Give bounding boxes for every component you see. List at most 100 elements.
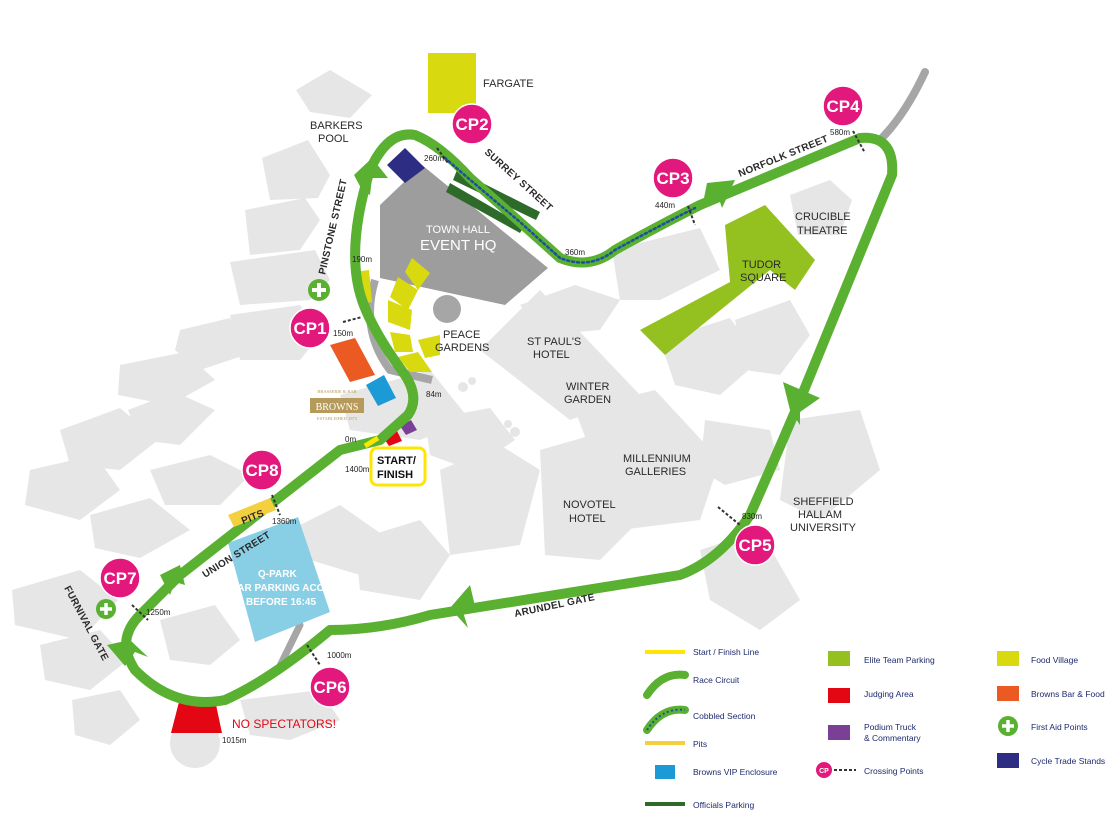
building bbox=[230, 250, 330, 305]
decorative-dots bbox=[458, 377, 520, 437]
legend-officials-parking: Officials Parking bbox=[693, 800, 755, 810]
legend-start-finish: Start / Finish Line bbox=[693, 647, 759, 657]
distance-1400m: 1400m bbox=[345, 465, 370, 474]
tudor-square-elite-parking bbox=[640, 205, 815, 355]
q-park-label: Q-PARK CAR PARKING ACCESS BEFORE 16:45 bbox=[230, 569, 344, 608]
building bbox=[72, 690, 140, 745]
legend-race-circuit: Race Circuit bbox=[693, 675, 740, 685]
legend-swatch-crossing-badge bbox=[816, 762, 832, 778]
crossing-ticks bbox=[131, 130, 866, 666]
officials-parking-zone-2 bbox=[446, 183, 524, 233]
zones bbox=[171, 53, 815, 733]
label-st-pauls-2: HOTEL bbox=[533, 349, 570, 361]
checkpoint-cp6: CP6 1000m bbox=[309, 651, 352, 708]
legend-crossing-points: Crossing Points bbox=[864, 766, 924, 776]
legend-swatch-judging bbox=[828, 688, 850, 703]
browns-bar-food bbox=[330, 338, 375, 382]
label-peace-gardens-1: PEACE bbox=[443, 329, 480, 341]
checkpoint-label: CP8 bbox=[245, 461, 278, 480]
checkpoint-distance: 260m bbox=[424, 154, 444, 163]
checkpoint-badge bbox=[822, 85, 864, 127]
race-circuit bbox=[121, 129, 898, 707]
label-st-pauls-1: ST PAUL'S bbox=[527, 336, 581, 348]
building bbox=[790, 180, 852, 235]
label-barkers-pool-1: BARKERS bbox=[310, 120, 363, 132]
label-shu-2: HALLAM bbox=[798, 509, 842, 521]
legend-pits: Pits bbox=[693, 739, 707, 749]
legend-cobbled: Cobbled Section bbox=[693, 711, 756, 721]
legend-swatch-elite bbox=[828, 651, 850, 666]
legend-cycle-trade: Cycle Trade Stands bbox=[1031, 756, 1105, 766]
building bbox=[355, 520, 450, 600]
checkpoint-distance: 580m bbox=[830, 128, 850, 137]
checkpoint-badge bbox=[99, 557, 141, 599]
building bbox=[575, 390, 720, 530]
start-finish-line1: START/ bbox=[377, 455, 416, 467]
judging-area bbox=[383, 431, 402, 446]
legend-swatch-food bbox=[997, 651, 1019, 666]
legend-first-aid: First Aid Points bbox=[1031, 722, 1088, 732]
checkpoint-label: CP3 bbox=[656, 169, 689, 188]
label-peace-gardens-2: GARDENS bbox=[435, 342, 489, 354]
checkpoint-label: CP7 bbox=[103, 569, 136, 588]
checkpoint-distance: 1360m bbox=[272, 517, 297, 526]
building bbox=[262, 140, 330, 200]
browns-logo-top: BRASSERIE & BAR bbox=[317, 389, 356, 394]
label-winter-garden-1: WINTER bbox=[566, 381, 609, 393]
legend-swatch-trade bbox=[997, 753, 1019, 768]
building bbox=[520, 285, 620, 335]
checkpoint-badge bbox=[652, 157, 694, 199]
building bbox=[612, 228, 720, 300]
checkpoint-distance: 1000m bbox=[327, 651, 352, 660]
distance-360m: 360m bbox=[565, 248, 585, 257]
first-aid-cross-icon bbox=[1002, 720, 1014, 732]
building bbox=[128, 392, 215, 445]
building bbox=[440, 445, 540, 555]
label-event-hq: EVENT HQ bbox=[420, 237, 496, 254]
label-fargate: FARGATE bbox=[483, 78, 534, 90]
first-aid-marker bbox=[308, 279, 330, 301]
checkpoint-label: CP6 bbox=[313, 678, 346, 697]
first-aid-marker bbox=[96, 599, 116, 619]
building bbox=[700, 530, 800, 630]
building bbox=[240, 690, 340, 740]
start-finish-line2: FINISH bbox=[377, 469, 413, 481]
legend-swatch-vip bbox=[655, 765, 675, 779]
q-park-car-park bbox=[228, 517, 330, 642]
legend-elite-parking: Elite Team Parking bbox=[864, 655, 935, 665]
building bbox=[700, 420, 780, 485]
distance-1015m: 1015m bbox=[222, 736, 247, 745]
building bbox=[160, 605, 240, 665]
legend-swatch-podium bbox=[828, 725, 850, 740]
food-village-zone-fargate bbox=[428, 53, 476, 113]
checkpoint-cp1: CP1 150m bbox=[289, 307, 353, 349]
legend-swatch-cobbled-dots bbox=[646, 708, 686, 731]
checkpoint-distance: 150m bbox=[333, 329, 353, 338]
label-novotel-1: NOVOTEL bbox=[563, 499, 616, 511]
first-aid-cross-icon bbox=[100, 603, 112, 615]
first-aid-cross-icon bbox=[312, 283, 326, 297]
q-park-line2: CAR PARKING ACCESS bbox=[230, 583, 344, 594]
cycle-trade-stand bbox=[387, 148, 425, 183]
checkpoint-distance: 440m bbox=[655, 201, 675, 210]
legend-browns-bar: Browns Bar & Food bbox=[1031, 689, 1105, 699]
legend-swatch-circuit bbox=[643, 670, 689, 699]
start-finish-line bbox=[363, 435, 380, 449]
building bbox=[296, 70, 372, 118]
label-crucible-2: THEATRE bbox=[797, 225, 848, 237]
building bbox=[480, 290, 640, 420]
building bbox=[175, 318, 245, 370]
distance-84m: 84m bbox=[426, 390, 442, 399]
label-novotel-2: HOTEL bbox=[569, 513, 606, 525]
direction-arrow bbox=[354, 158, 388, 195]
label-town-hall: TOWN HALL bbox=[426, 224, 490, 236]
checkpoint-label: CP1 bbox=[293, 319, 326, 338]
checkpoint-badge bbox=[451, 103, 493, 145]
distance-0m: 0m bbox=[345, 435, 356, 444]
legend-crossing-badge-text: CP bbox=[819, 768, 829, 775]
checkpoint-distance: 830m bbox=[742, 512, 762, 521]
